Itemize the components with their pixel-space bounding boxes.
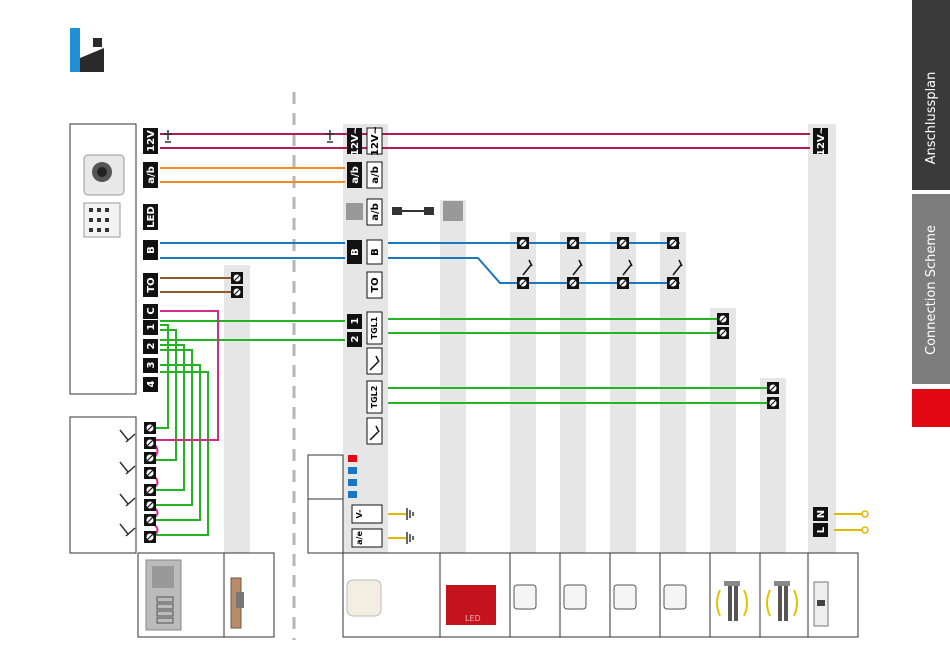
plug-icon — [164, 130, 334, 142]
button-terminal-block — [120, 430, 135, 536]
terminal-12v-b: 12V~ — [370, 126, 381, 156]
power-supply-image — [814, 582, 828, 626]
terminal-ab-b: a/b — [370, 166, 381, 184]
interface-module-image: LED — [446, 585, 496, 625]
terminal-led: LED — [146, 206, 157, 228]
screw-terminal — [767, 382, 779, 394]
cable-adapter-icon — [392, 201, 463, 221]
screw-terminal — [144, 484, 156, 496]
bell-images — [717, 581, 797, 621]
terminal-rings — [862, 511, 868, 533]
terminal-ab-c: a/b — [370, 203, 381, 221]
terminal-ab: a/b — [146, 166, 157, 184]
switch-icons — [120, 430, 135, 536]
logo — [70, 28, 104, 72]
tab-anschlussplan-label: Anschlussplan — [924, 72, 939, 165]
terminal-b-b: B — [370, 248, 381, 256]
terminal-1-center: 1 — [350, 317, 361, 324]
screw-terminal — [144, 499, 156, 511]
terminal-4: 4 — [146, 380, 157, 387]
screw-terminal — [144, 437, 156, 449]
terminal-v-minus: V- — [355, 510, 364, 519]
terminal-12v: 12V — [146, 130, 157, 152]
screw-terminal — [617, 237, 629, 249]
screw-terminal — [717, 313, 729, 325]
screw-terminal — [144, 531, 156, 543]
camera-module-icon — [84, 155, 124, 195]
terminal-12v-right: 12V~ — [816, 126, 827, 156]
terminal-c: C — [146, 307, 157, 314]
terminal-ab-a: a/b — [350, 166, 361, 184]
terminal-b-a: B — [350, 248, 361, 256]
screw-terminal — [717, 327, 729, 339]
terminal-2-center: 2 — [350, 335, 361, 342]
button-switch-icons — [523, 260, 682, 275]
screw-terminal — [144, 422, 156, 434]
outdoor-station-image — [146, 560, 181, 630]
ab-wires — [160, 168, 345, 182]
power-wires — [160, 134, 810, 148]
door-opener-image — [231, 578, 244, 628]
screw-terminal — [231, 286, 243, 298]
terminal-to: TO — [146, 277, 157, 292]
left-terminal-strip: 12V a/b LED B TO C 1 2 3 4 — [143, 128, 158, 392]
tab-connection-scheme-label: Connection Scheme — [924, 225, 939, 355]
screw-terminal — [144, 514, 156, 526]
earth-icon — [407, 508, 413, 544]
screw-terminal — [231, 272, 243, 284]
screw-terminal — [144, 452, 156, 464]
terminal-2: 2 — [146, 342, 157, 349]
led-module-icon — [84, 203, 120, 237]
terminal-b: B — [146, 246, 157, 254]
screw-terminal — [567, 237, 579, 249]
to-wires — [160, 278, 232, 292]
terminal-12v-a: 12V~ — [350, 126, 361, 156]
terminal-3: 3 — [146, 361, 157, 368]
indoor-station-image — [347, 580, 381, 616]
screw-terminal — [767, 397, 779, 409]
screw-terminal — [667, 237, 679, 249]
terminal-tgl1: TGL1 — [370, 316, 379, 339]
terminal-l: L — [816, 526, 827, 533]
terminal-n: N — [816, 510, 827, 518]
screw-terminal — [667, 277, 679, 289]
screw-terminal — [567, 277, 579, 289]
terminal-tgl2: TGL2 — [370, 386, 379, 409]
terminal-1: 1 — [146, 323, 157, 330]
tab-red-marker[interactable] — [912, 389, 950, 427]
screw-terminal — [517, 277, 529, 289]
side-tabs[interactable]: Anschlussplan Connection Scheme — [912, 0, 950, 427]
screw-terminal — [144, 467, 156, 479]
device-columns — [224, 124, 836, 553]
screw-terminal — [617, 277, 629, 289]
terminal-ae: a/e — [355, 531, 364, 545]
terminal-to-center: TO — [370, 277, 381, 292]
screw-terminal — [517, 237, 529, 249]
module-label: LED — [465, 614, 481, 623]
